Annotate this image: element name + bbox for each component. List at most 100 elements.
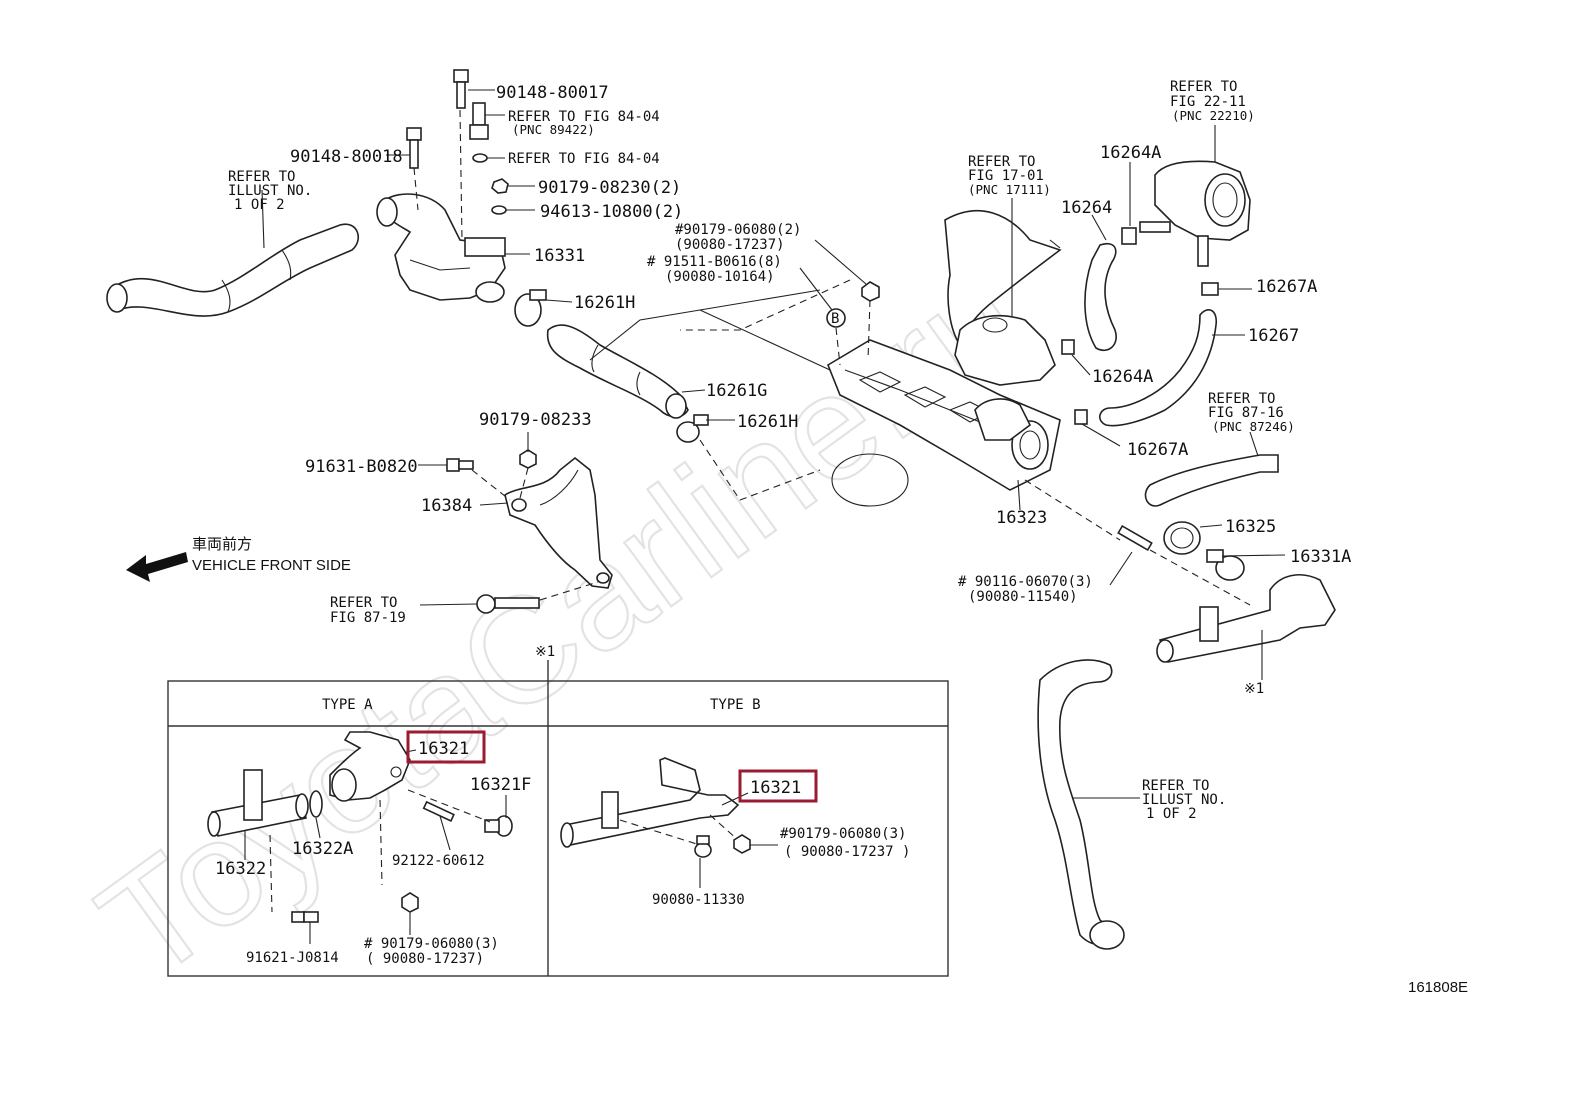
hose-clamp-16267a-b bbox=[1074, 409, 1121, 447]
label-type-a-h1: # 90179-06080(3) bbox=[364, 936, 499, 952]
inset-type-b: TYPE B bbox=[710, 697, 761, 713]
label-90148-80017: 90148-80017 bbox=[496, 83, 609, 103]
bolt-91621 bbox=[291, 911, 319, 944]
label-ref-17-01-c: (PNC 17111) bbox=[968, 182, 1051, 197]
intake-manifold bbox=[827, 210, 1062, 491]
gasket-16325 bbox=[1163, 521, 1223, 555]
bolt-ref-87-19 bbox=[419, 594, 540, 614]
nut-icon bbox=[733, 834, 751, 854]
type-a-housing-16321 bbox=[329, 731, 417, 802]
diagram-id: 161808E bbox=[1408, 979, 1468, 996]
hose-lower-right bbox=[1037, 659, 1140, 950]
hose-clamp-16267a bbox=[1201, 282, 1219, 296]
stud-90116-06070 bbox=[1109, 524, 1153, 586]
label-16264: 16264 bbox=[1061, 198, 1112, 218]
label-ref-87-16-b: FIG 87-16 bbox=[1208, 405, 1284, 421]
label-16321f: 16321F bbox=[470, 775, 531, 795]
label-16321-type-a: 16321 bbox=[418, 739, 469, 759]
nut-icon bbox=[861, 281, 880, 302]
inset-box bbox=[167, 660, 949, 977]
stud-92122 bbox=[422, 800, 455, 823]
nut-icon bbox=[401, 892, 419, 913]
label-type-b-h2: ( 90080-17237 ) bbox=[784, 844, 910, 860]
label-16267a-a: 16267A bbox=[1256, 277, 1317, 297]
label-16325: 16325 bbox=[1225, 517, 1276, 537]
throttle-body-center bbox=[954, 198, 1056, 386]
label-ref-illust-b-3: 1 OF 2 bbox=[1146, 806, 1197, 822]
label-ref-17-01-a: REFER TO bbox=[968, 154, 1035, 170]
sensor-16321f bbox=[484, 795, 513, 837]
label-h3-a: # 90116-06070(3) bbox=[958, 574, 1093, 590]
label-16323: 16323 bbox=[996, 508, 1047, 528]
label-h2-b: (90080-10164) bbox=[665, 269, 775, 285]
hose-16261g bbox=[546, 324, 706, 419]
label-ref-22-11-a: REFER TO bbox=[1170, 79, 1237, 95]
label-ref-87-16-c: (PNC 87246) bbox=[1212, 419, 1295, 434]
label-16322: 16322 bbox=[215, 859, 266, 879]
label-90179-08233: 90179-08233 bbox=[479, 410, 592, 430]
water-inlet-pipe-16321 bbox=[1156, 574, 1336, 680]
circle-b-label: B bbox=[831, 311, 839, 327]
hose-clamp-16264a bbox=[1121, 162, 1137, 245]
label-ref-illust-2: ILLUST NO. bbox=[228, 183, 312, 199]
highlight-16321-type-a bbox=[406, 730, 486, 764]
label-type-b-h1: #90179-06080(3) bbox=[780, 826, 906, 842]
hose-16264 bbox=[1084, 214, 1117, 352]
circle-b-marker bbox=[826, 308, 846, 328]
nut-icon bbox=[519, 449, 537, 469]
label-16322a: 16322A bbox=[292, 839, 353, 859]
label-ref-22-11-b: FIG 22-11 bbox=[1170, 94, 1246, 110]
label-16331a: 16331A bbox=[1290, 547, 1351, 567]
label-ref-87-16-a: REFER TO bbox=[1208, 391, 1275, 407]
washer-icon bbox=[491, 205, 507, 215]
bolt-91631-b0820 bbox=[418, 458, 474, 472]
label-ref-84-04-a-pnc: (PNC 89422) bbox=[512, 122, 595, 137]
nut-icon bbox=[491, 178, 509, 194]
water-outlet-housing bbox=[376, 193, 506, 303]
bracket-16384 bbox=[504, 456, 613, 589]
bolt-90148-80018 bbox=[386, 127, 422, 169]
label-16384: 16384 bbox=[421, 496, 472, 516]
label-16261h-b: 16261H bbox=[737, 412, 798, 432]
label-h1-a: #90179-06080(2) bbox=[675, 222, 801, 238]
label-16267a-b: 16267A bbox=[1127, 440, 1188, 460]
bolt-90080-11330 bbox=[694, 835, 712, 888]
hose-clamp-16261h-b bbox=[676, 414, 735, 443]
radiator-hose-left bbox=[106, 189, 360, 317]
vehicle-front-arrow-icon bbox=[126, 552, 188, 582]
label-type-a-h2: ( 90080-17237) bbox=[366, 951, 484, 967]
bolt-90148-80017 bbox=[453, 69, 495, 109]
label-vehicle-front-en: VEHICLE FRONT SIDE bbox=[192, 557, 351, 574]
throttle-body-right bbox=[1139, 125, 1251, 267]
label-ref-illust-b-1: REFER TO bbox=[1142, 778, 1209, 794]
hose-16267 bbox=[1099, 309, 1245, 427]
label-16331: 16331 bbox=[534, 246, 585, 266]
label-ref-illust-3: 1 OF 2 bbox=[234, 197, 285, 213]
label-h2-a: # 91511-B0616(8) bbox=[647, 254, 782, 270]
label-90179-08230: 90179-08230(2) bbox=[538, 178, 681, 198]
label-16321-type-b: 16321 bbox=[750, 778, 801, 798]
label-h3-b: (90080-11540) bbox=[968, 589, 1078, 605]
type-a-pipe-16322 bbox=[207, 769, 309, 860]
o-ring-16322a bbox=[309, 790, 323, 818]
thermostat-16331a bbox=[1206, 549, 1286, 581]
label-ref-84-04-b: REFER TO FIG 84-04 bbox=[508, 151, 660, 167]
label-91631-b0820: 91631-B0820 bbox=[305, 457, 418, 477]
label-91621-j0814: 91621-J0814 bbox=[246, 950, 339, 966]
label-ref-illust-1: REFER TO bbox=[228, 169, 295, 185]
label-ref-87-19-b: FIG 87-19 bbox=[330, 610, 406, 626]
gasket-ring-icon bbox=[831, 453, 909, 507]
label-16267: 16267 bbox=[1248, 326, 1299, 346]
washer-icon bbox=[472, 153, 488, 163]
label-16261h-a: 16261H bbox=[574, 293, 635, 313]
inset-type-a: TYPE A bbox=[322, 697, 373, 713]
label-ref-87-19-a: REFER TO bbox=[330, 595, 397, 611]
hose-clamp-16261h-a bbox=[514, 289, 573, 327]
label-ref-illust-b-2: ILLUST NO. bbox=[1142, 792, 1226, 808]
label-ref-84-04-a: REFER TO FIG 84-04 bbox=[508, 109, 660, 125]
label-16261g: 16261G bbox=[706, 381, 767, 401]
label-vehicle-front-jp: 車両前方 bbox=[192, 536, 252, 553]
label-16264a-b: 16264A bbox=[1092, 367, 1153, 387]
label-h1-b: (90080-17237) bbox=[675, 237, 785, 253]
